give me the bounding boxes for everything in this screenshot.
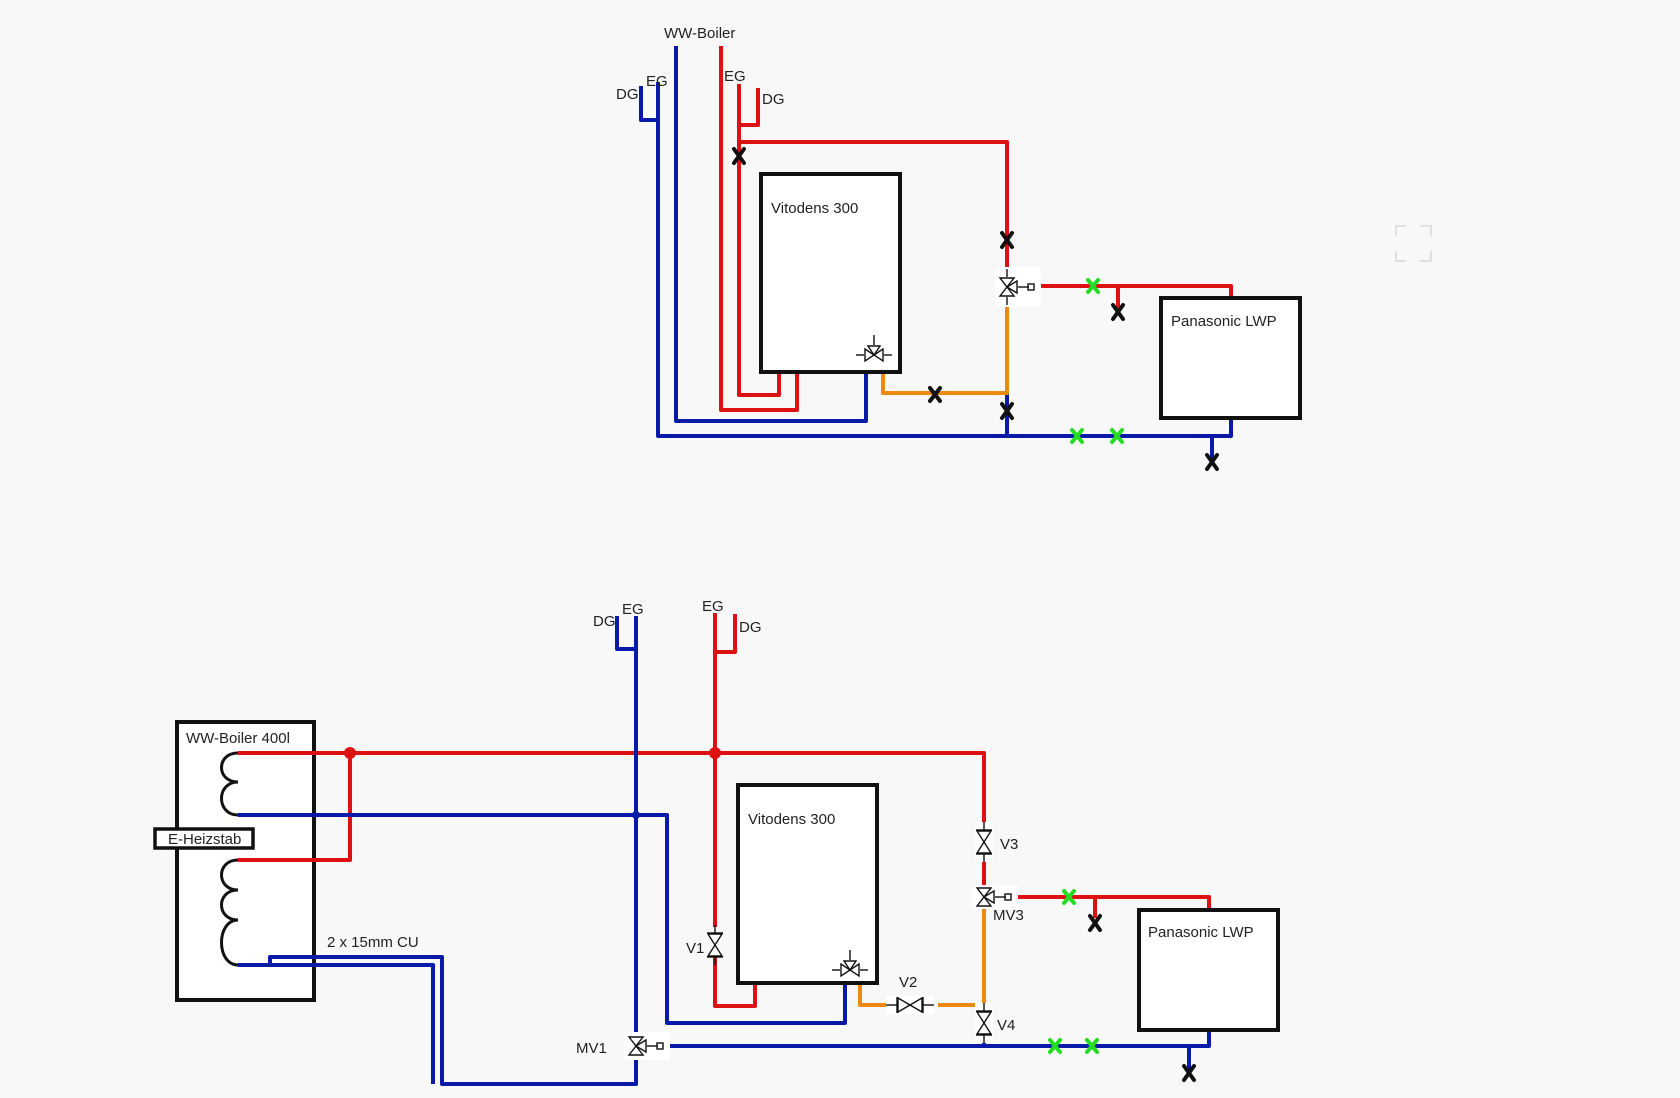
top-panasonic-box: [1159, 296, 1302, 420]
e-heizstab-label: E-Heizstab: [168, 831, 241, 848]
junction-dot-icon: [632, 811, 640, 819]
v4-label: V4: [997, 1017, 1015, 1034]
bottom-open-fitting-icon: [1048, 889, 1099, 1054]
bottom-eg-red-label: EG: [702, 598, 724, 615]
top-supply-lwp-branch: [1035, 284, 1233, 298]
v1-valve-icon: [706, 925, 724, 965]
top-diagram: WW-Boiler DG EG EG DG Vitodens 300 Panas…: [616, 25, 1302, 471]
boiler-lower-coil: [220, 858, 239, 967]
bottom-diagram: DG EG EG DG WW-Boiler 400l E-Heizstab 2 …: [153, 598, 1280, 1086]
selection-corners: [1395, 225, 1432, 262]
mv1-three-way-valve-icon: [624, 1032, 670, 1060]
bottom-cross-fitting-icon: [1088, 914, 1196, 1082]
top-supply-dg: [739, 88, 760, 127]
top-vitodens-box: [759, 172, 902, 374]
top-three-way-valve-icon: [995, 267, 1041, 307]
bottom-panasonic-label: Panasonic LWP: [1148, 924, 1254, 941]
ww-boiler-400-label: WW-Boiler 400l: [186, 730, 290, 747]
v4-valve-icon: [975, 1003, 993, 1043]
bottom-supply-coil-link: [238, 753, 352, 862]
bottom-dg-red-label: DG: [739, 619, 762, 636]
bottom-supply-lwp-branch: [1013, 895, 1211, 910]
bottom-supply-main: [238, 751, 986, 826]
top-dg-blue-label: DG: [616, 86, 639, 103]
bottom-panasonic-box: [1137, 908, 1280, 1032]
mv3-three-way-valve-icon: [972, 885, 1018, 909]
top-supply-eg: [737, 84, 781, 397]
v2-label: V2: [899, 974, 917, 991]
top-ww-boiler-pipe: [674, 46, 868, 423]
v3-label: V3: [1000, 836, 1018, 853]
bottom-eg-blue-label: EG: [622, 601, 644, 618]
bottom-dg-blue-label: DG: [593, 613, 616, 630]
v2-valve-icon: [886, 996, 934, 1014]
boiler-upper-coil: [220, 751, 239, 817]
top-vitodens-three-way-valve-icon: [856, 335, 892, 363]
top-supply-ww: [719, 46, 799, 412]
e-heizstab-box: [153, 827, 255, 850]
top-open-fitting-icon: [1070, 278, 1124, 444]
top-mixed-pipe: [881, 304, 1009, 395]
top-vitodens-label: Vitodens 300: [771, 200, 858, 217]
bottom-vitodens-box: [736, 783, 879, 985]
mv3-label: MV3: [993, 907, 1024, 924]
bottom-supply-vitodens: [713, 948, 757, 1008]
bottom-vitodens-label: Vitodens 300: [748, 811, 835, 828]
bottom-mixed-vitodens: [858, 983, 892, 1007]
bottom-return-dg: [615, 616, 636, 651]
top-cross-fitting-icon: [732, 147, 1219, 471]
top-return-pipe-main: [656, 82, 1233, 438]
top-ww-boiler-label: WW-Boiler: [664, 25, 735, 42]
top-supply-to-lwp: [739, 140, 1009, 270]
top-dg-red-label: DG: [762, 91, 785, 108]
top-panasonic-label: Panasonic LWP: [1171, 313, 1277, 330]
top-eg-blue-label: EG: [646, 73, 668, 90]
bottom-vitodens-three-way-valve-icon: [832, 950, 868, 978]
mv1-label: MV1: [576, 1040, 607, 1057]
junction-dot-icon: [709, 747, 721, 759]
bottom-return-2x15-second: [270, 963, 435, 1084]
bottom-return-main: [660, 1030, 1211, 1048]
bottom-return-coil-upper: [238, 813, 847, 1025]
top-return-dg-branch: [639, 86, 658, 122]
pipe-spec-label: 2 x 15mm CU: [327, 934, 419, 951]
bottom-supply-dg: [715, 614, 737, 654]
v3-valve-icon: [975, 822, 993, 862]
top-eg-red-label: EG: [724, 68, 746, 85]
junction-dot-icon: [344, 747, 356, 759]
bottom-mixed-pipe: [938, 907, 986, 1007]
v1-label: V1: [686, 940, 704, 957]
